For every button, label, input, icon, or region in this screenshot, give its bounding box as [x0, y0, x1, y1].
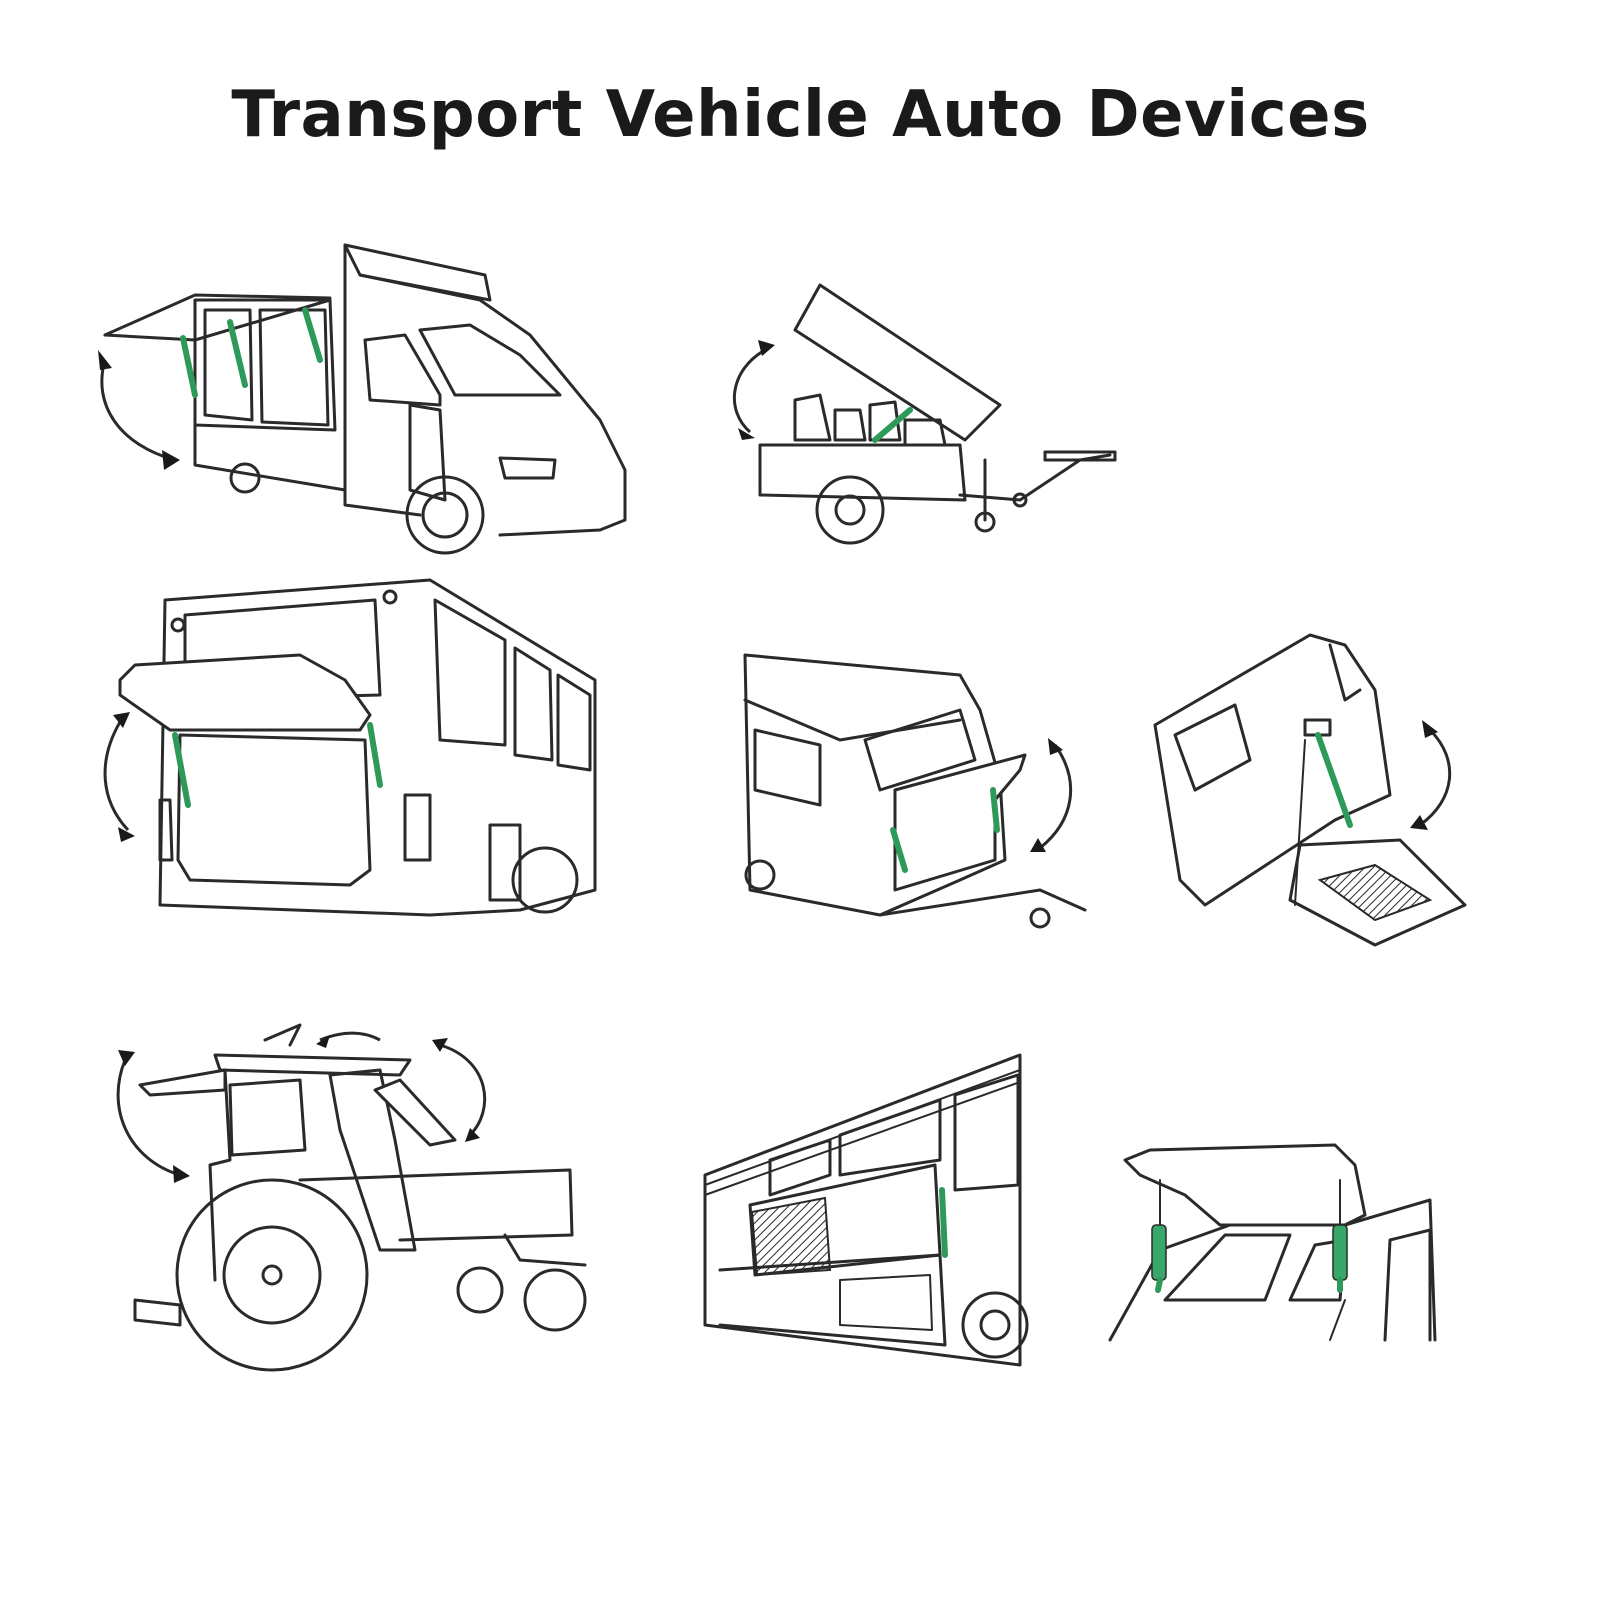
food-truck-awning-illustration — [98, 243, 627, 555]
car-tailgate-illustration — [1108, 1143, 1437, 1342]
page-title: Transport Vehicle Auto Devices — [231, 78, 1370, 152]
caravan-rear-door-illustration — [743, 653, 1087, 929]
utility-trailer-illustration — [733, 283, 1117, 545]
tractor-cab-doors-illustration — [116, 1023, 587, 1372]
coach-luggage-compartment-illustration — [703, 1053, 1029, 1367]
van-step-ramp-illustration — [1153, 633, 1467, 947]
bus-rear-hatch-illustration — [103, 578, 597, 917]
